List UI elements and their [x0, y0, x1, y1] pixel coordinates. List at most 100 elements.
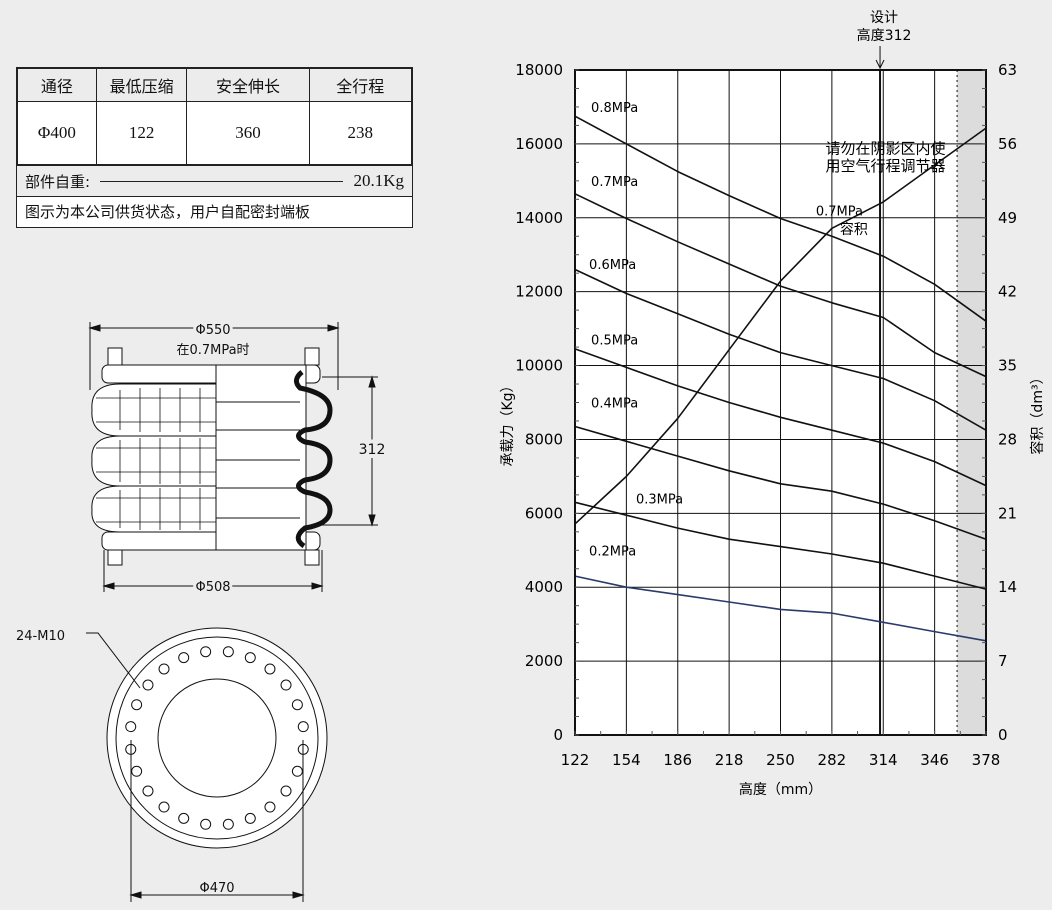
design-label-line1: 设计 [870, 10, 898, 26]
spec-header: 最低压缩 [95, 68, 188, 102]
bolt-icon [107, 549, 123, 566]
spec-value: Φ400 [17, 101, 97, 165]
series-label-08: 0.8MPa [591, 101, 638, 116]
bolt-hole [178, 812, 190, 824]
y2-tick-label: 7 [998, 652, 1008, 670]
y2-tick-label: 35 [998, 357, 1017, 375]
bolt-hole [142, 679, 154, 691]
bolt-hole [200, 646, 212, 658]
x-tick-label: 378 [972, 751, 1001, 769]
height-label: 312 [359, 442, 386, 458]
y2-tick-label: 14 [998, 578, 1017, 596]
x-tick-label: 250 [766, 751, 795, 769]
top-view-drawing: 24-M10 Φ470 [16, 627, 328, 902]
x-tick-label: 282 [818, 751, 847, 769]
arrow-head [327, 324, 340, 332]
series-label-04: 0.4MPa [591, 397, 638, 412]
weight-label: 部件自重: [25, 172, 91, 191]
weight-row: 部件自重: 20.1Kg [17, 165, 412, 196]
inner-circle [157, 678, 277, 798]
bolt-hole [158, 801, 170, 813]
spec-table: 通径 最低压缩 安全伸长 全行程 Φ400 122 360 238 部件自重: … [16, 67, 413, 228]
spec-header: 全行程 [308, 68, 413, 102]
supply-note: 图示为本公司供货状态，用户自配密封端板 [17, 196, 412, 227]
spec-header: 通径 [17, 68, 97, 102]
max-diameter-label: Φ550 [195, 323, 230, 338]
bolt-hole [280, 679, 292, 691]
bolt-label: 24-M10 [16, 629, 65, 644]
bolt-hole [291, 765, 303, 777]
y-tick-label: 6000 [525, 504, 563, 522]
plate-circle [115, 636, 319, 840]
y2-tick-label: 28 [998, 430, 1017, 448]
series-line-6 [574, 575, 987, 642]
y2-tick-label: 42 [998, 283, 1017, 301]
spec-header-row: 通径 最低压缩 安全伸长 全行程 [17, 68, 413, 102]
y-tick-label: 16000 [515, 135, 563, 153]
y2-tick-label: 56 [998, 135, 1017, 153]
bolt-hole [297, 721, 309, 733]
volume-label-line2: 容积 [840, 221, 868, 238]
y-tick-label: 8000 [525, 430, 563, 448]
y-tick-label: 4000 [525, 578, 563, 596]
section-half [215, 364, 307, 551]
x-tick-label: 186 [663, 751, 692, 769]
shaded-region [957, 70, 986, 735]
series-label-07: 0.7MPa [591, 175, 638, 190]
spec-value: 238 [308, 101, 413, 165]
x-tick-label: 314 [869, 751, 898, 769]
bolt-hole [158, 663, 170, 675]
bolt-hole [291, 699, 303, 711]
series-line-0 [574, 115, 987, 322]
series-line-3 [574, 348, 987, 487]
weight-value: 20.1Kg [353, 171, 404, 190]
series-line-7 [574, 127, 987, 525]
series-line-4 [574, 425, 987, 540]
spec-header: 安全伸长 [186, 68, 310, 102]
y2-tick-label: 63 [998, 61, 1017, 79]
arrow-head [88, 324, 101, 332]
bolt-hole [200, 818, 212, 830]
y2-tick-label: 0 [998, 726, 1008, 744]
bolt-hole [244, 812, 256, 824]
bolt-hole [131, 765, 143, 777]
bolt-icon [304, 549, 320, 566]
bolt-hole [131, 699, 143, 711]
bolt-hole [178, 652, 190, 664]
series-label-05: 0.5MPa [591, 334, 638, 349]
plate-diameter-label: Φ508 [195, 580, 230, 595]
leader-line [86, 632, 141, 689]
bellow-convolution [91, 485, 216, 533]
y-tick-label: 12000 [515, 283, 563, 301]
x-tick-label: 122 [561, 751, 590, 769]
x-tick-label: 346 [920, 751, 949, 769]
bellow-section-wall [294, 370, 333, 549]
series-line-1 [574, 193, 987, 378]
max-diameter-note: 在0.7MPa时 [176, 343, 249, 358]
x-tick-label: 154 [612, 751, 641, 769]
y-tick-label: 14000 [515, 209, 563, 227]
series-label-02: 0.2MPa [589, 544, 636, 559]
warning-line1: 请勿在阴影区内使 [825, 139, 945, 157]
series-label-06: 0.6MPa [589, 258, 636, 273]
y2-tick-label: 49 [998, 209, 1017, 227]
spec-value: 360 [186, 101, 310, 165]
outer-circle [106, 627, 328, 849]
bolt-hole [142, 785, 154, 797]
bolt-hole [264, 801, 276, 813]
design-arrow-head [875, 59, 885, 70]
bolt-hole [244, 652, 256, 664]
bolt-hole [222, 818, 234, 830]
leader-line [100, 180, 344, 182]
y-tick-label: 18000 [515, 61, 563, 79]
series-label-03: 0.3MPa [636, 493, 683, 508]
y2-axis-label: 容积（dm³） [1029, 370, 1046, 454]
y-tick-label: 2000 [525, 652, 563, 670]
bolt-hole [264, 663, 276, 675]
bellow-convolution [91, 383, 216, 437]
y-tick-label: 0 [553, 726, 563, 744]
bolt-circle-label: Φ470 [199, 881, 234, 896]
warning-line2: 用空气行程调节器 [825, 157, 945, 175]
spec-value: 122 [95, 101, 188, 165]
